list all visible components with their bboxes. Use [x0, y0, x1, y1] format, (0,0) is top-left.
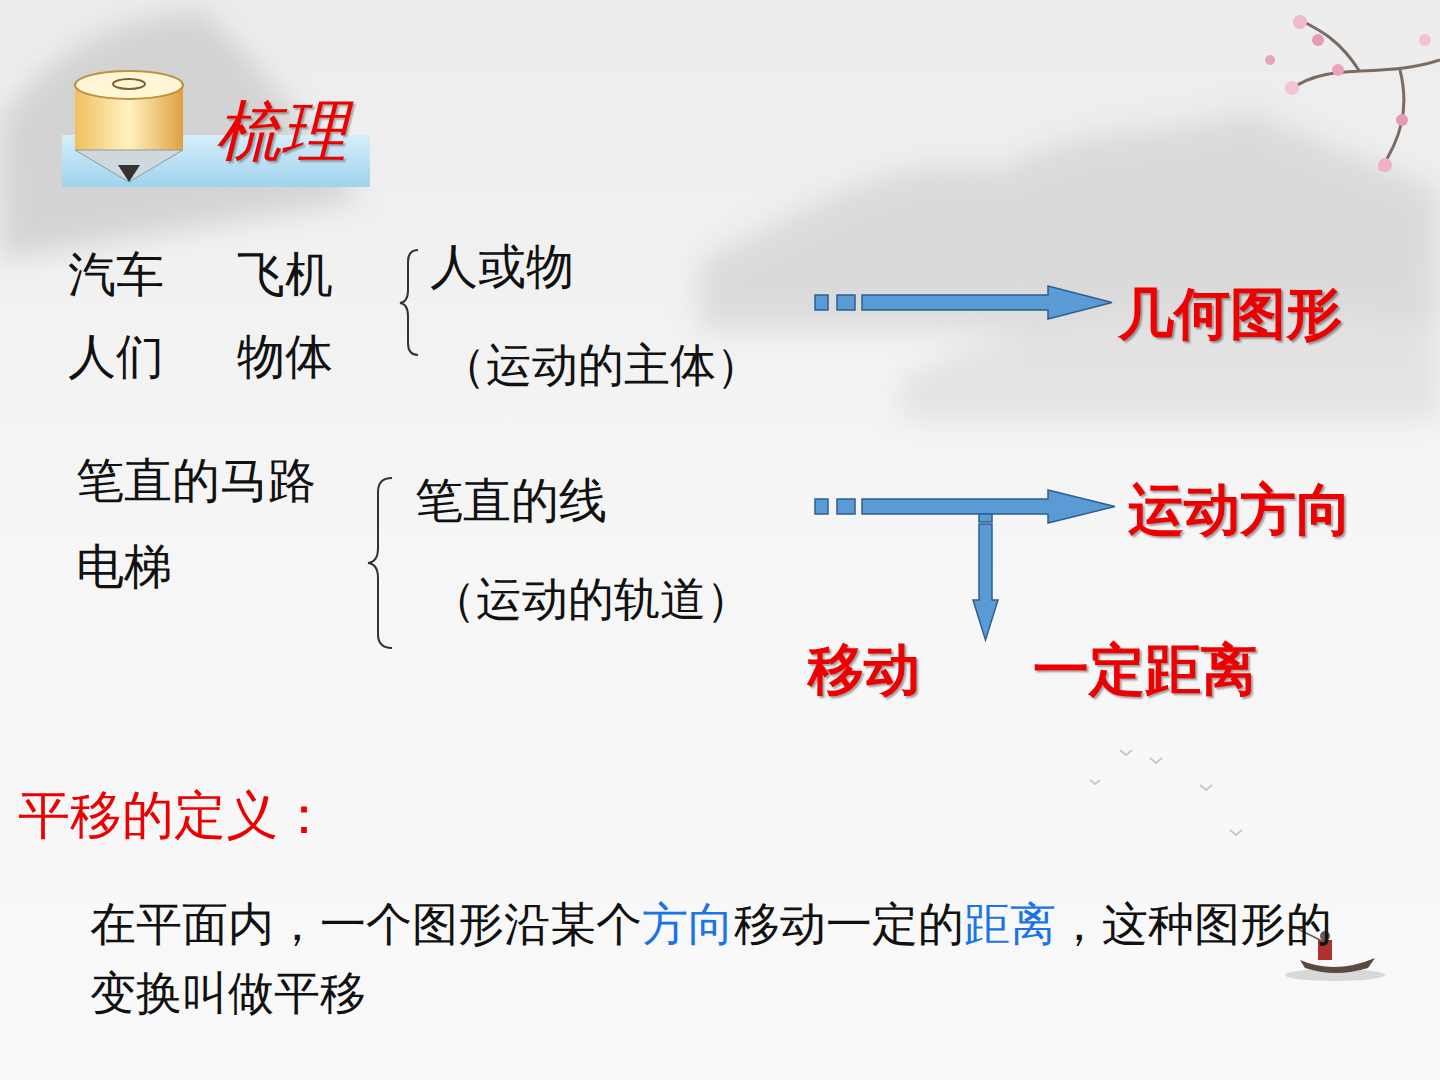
key-term: 几何图形	[1118, 280, 1342, 347]
brace	[368, 250, 418, 648]
example-word: 汽车	[68, 246, 164, 304]
header-icon	[62, 71, 370, 187]
category-label: 笔直的线	[415, 472, 607, 530]
block-arrow	[815, 286, 1115, 640]
key-term: 运动方向	[1128, 476, 1352, 543]
mountain-mist	[0, 10, 1440, 420]
definition-heading: 平移的定义：	[18, 784, 330, 846]
key-word: 距离	[964, 897, 1056, 951]
example-word: 物体	[237, 328, 333, 386]
plum-blossom	[1265, 15, 1440, 172]
definition-run: 在平面内，一个图形沿某个	[90, 897, 642, 951]
key-term: 移动	[808, 636, 920, 703]
key-word: 方向	[642, 897, 734, 951]
birds	[1090, 750, 1242, 835]
definition-text: 在平面内，一个图形沿某个方向移动一定的距离，这种图形的变换叫做平移	[90, 890, 1350, 1028]
category-label: 人或物	[430, 238, 574, 296]
example-word: 笔直的马路	[76, 452, 316, 510]
key-term: 一定距离	[1033, 636, 1257, 703]
slide-title: 梳理	[215, 92, 347, 171]
category-note: （运动的主体）	[440, 338, 762, 393]
example-word: 电梯	[76, 538, 172, 596]
definition-run: 移动一定的	[734, 897, 964, 951]
category-note: （运动的轨道）	[430, 572, 752, 627]
example-word: 飞机	[237, 246, 333, 304]
example-word: 人们	[68, 328, 164, 386]
